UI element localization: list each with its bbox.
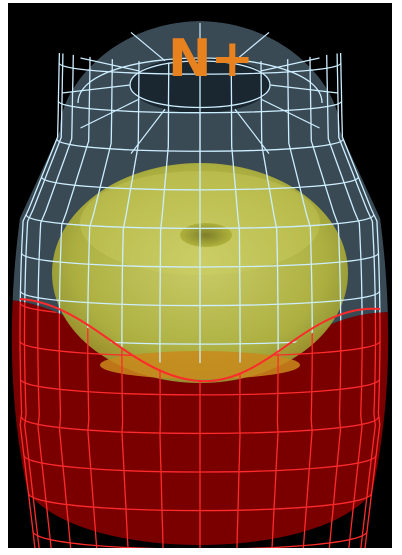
figure-frame: N+ [8, 3, 392, 548]
torus-hole [180, 223, 232, 247]
ion-label: N+ [168, 33, 253, 85]
